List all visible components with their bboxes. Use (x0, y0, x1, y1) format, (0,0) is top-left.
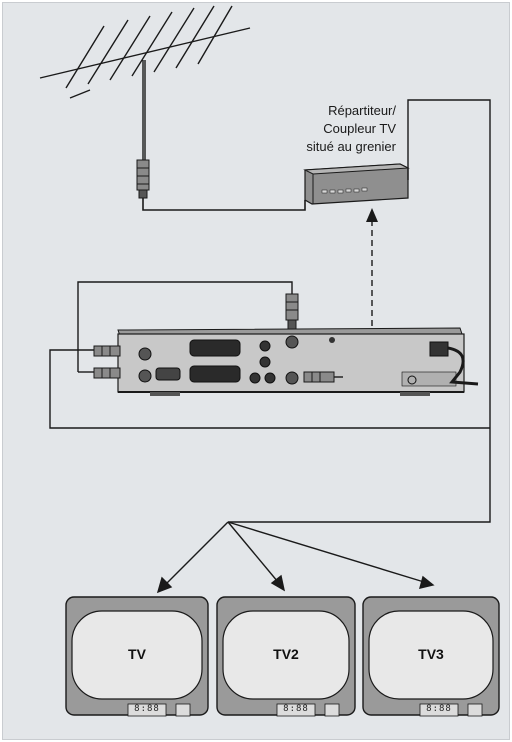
rf-in-plug-icon (93, 345, 121, 357)
splitter-label: Répartiteur/ Coupleur TV situé au grenie… (256, 102, 396, 156)
antenna-plug-icon (136, 159, 150, 199)
tv-set-3 (362, 596, 500, 717)
splitter-label-line3: situé au grenier (306, 139, 396, 154)
tv-2-clock: 8:88 (283, 704, 309, 714)
splitter-box (303, 163, 410, 205)
dashed-link-to-splitter (343, 208, 378, 378)
cable-splitter-to-tvs (228, 99, 491, 523)
cable-loop-bottom (49, 349, 490, 429)
antenna-icon (39, 5, 251, 160)
distribution-arrows (156, 521, 435, 594)
tv-set-1 (65, 596, 209, 717)
cable-antenna-to-splitter (142, 198, 306, 211)
tuner-plug-icon (285, 293, 299, 331)
splitter-label-line2: Coupleur TV (323, 121, 396, 136)
receiver-back-panel (117, 327, 479, 396)
tv-3-clock: 8:88 (426, 704, 452, 714)
cable-loop-top (77, 281, 293, 372)
tv-set-2 (216, 596, 356, 717)
output-plug-icon (303, 371, 343, 383)
tv-3-label: TV3 (418, 646, 444, 662)
splitter-label-line1: Répartiteur/ (328, 103, 396, 118)
tv-1-label: TV (128, 646, 146, 662)
tv-2-label: TV2 (273, 646, 299, 662)
rf-out-plug-icon (78, 367, 121, 379)
tv-1-clock: 8:88 (134, 704, 160, 714)
